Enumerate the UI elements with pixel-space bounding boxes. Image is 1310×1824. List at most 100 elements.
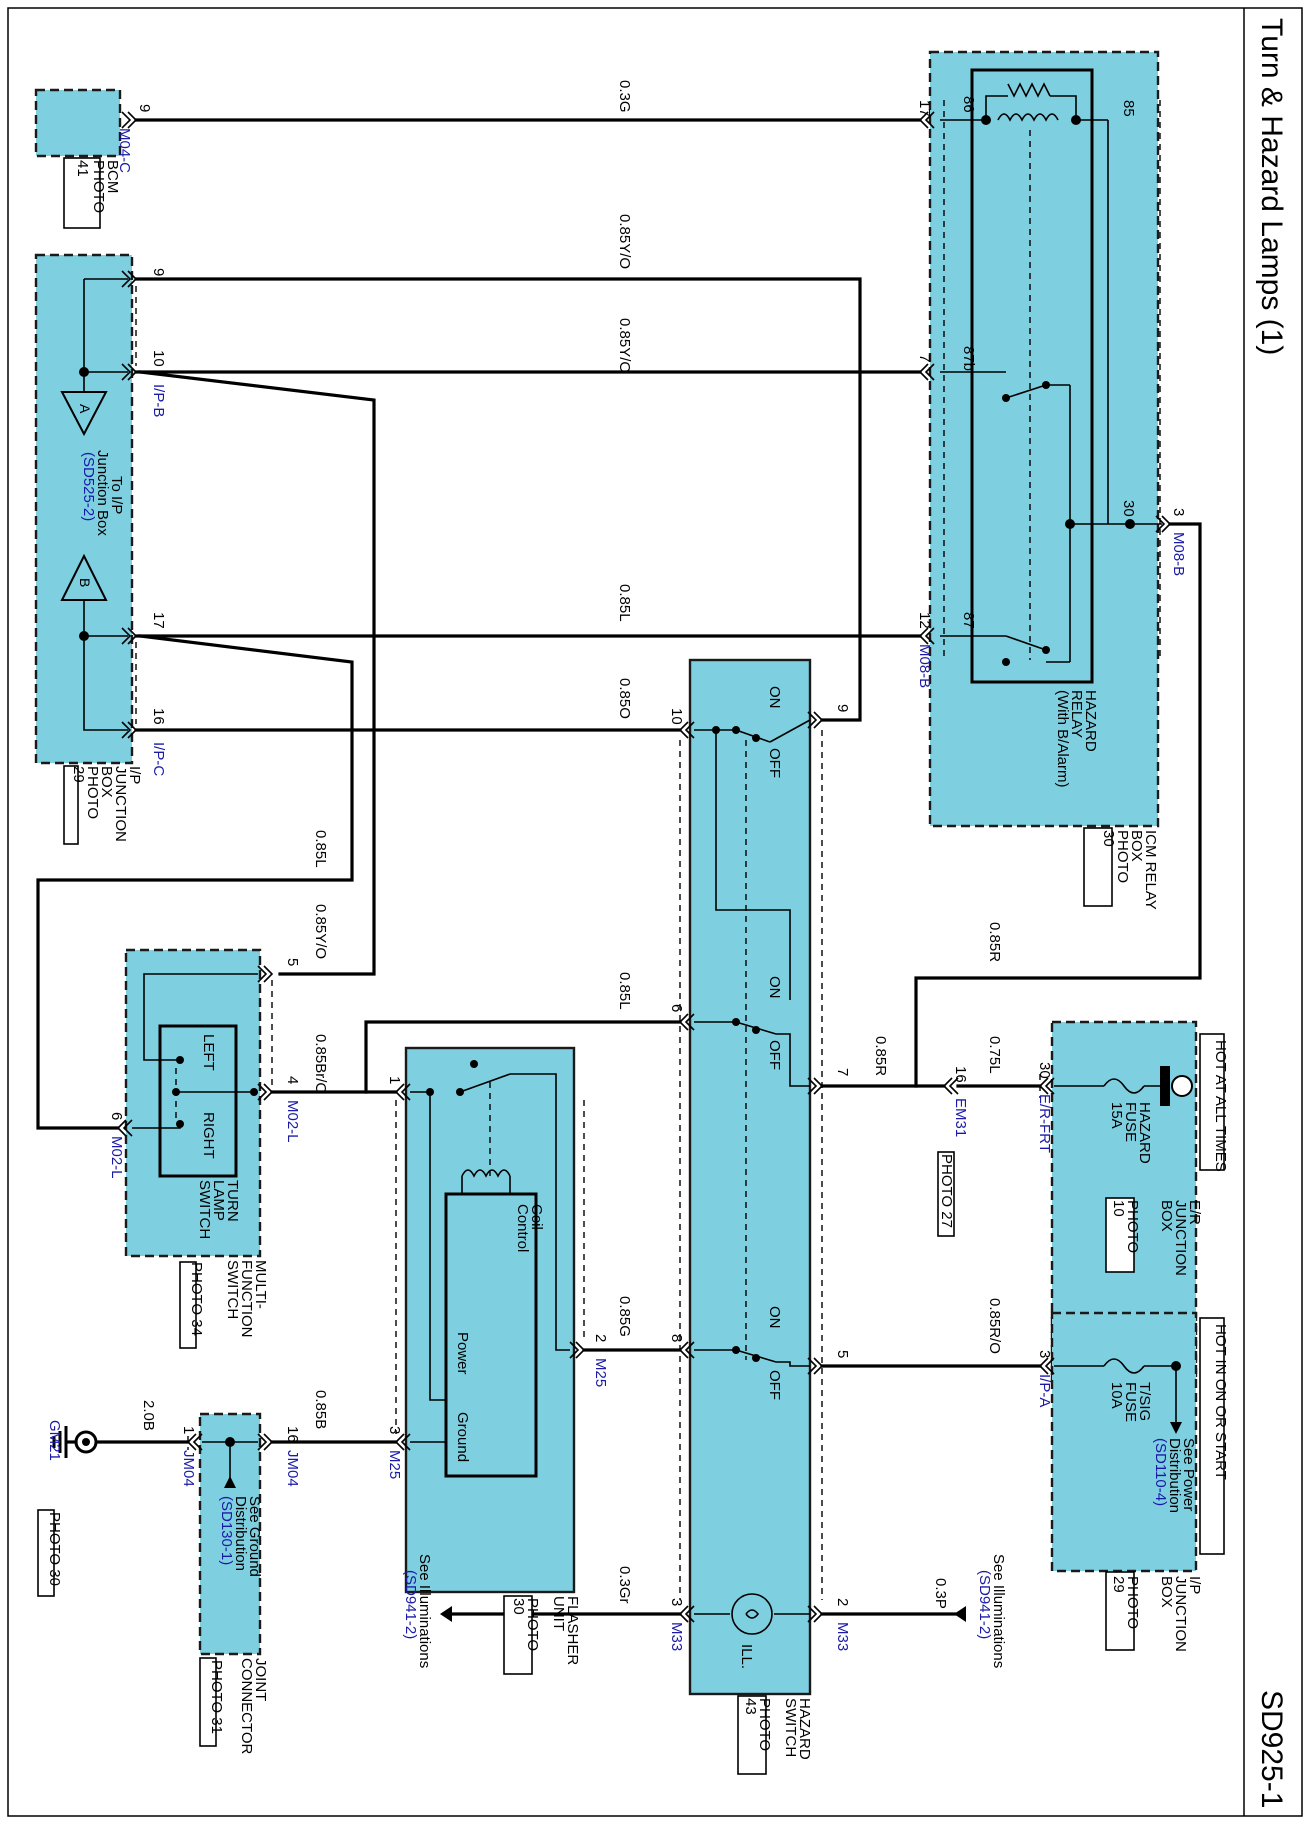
hs-pin-3: 3 [668,1598,685,1606]
multi-function-switch-box [124,948,262,1258]
banner-hot-all-times: HOT AT ALL TIMES [1212,1040,1229,1172]
em31-pin: 16 [952,1066,969,1083]
bcm-pin: 9 [136,104,153,112]
wire-label: 0.85Y/O [616,214,633,269]
erjb-line1: E/R [1186,1200,1203,1225]
em31-connector: EM31 [952,1098,969,1137]
illum-left-l1: See Illuminations [416,1554,433,1668]
ipjb-node-a: A [77,404,93,414]
illum-right-l1: See Illuminations [990,1554,1007,1668]
hs-photo-num: 43 [742,1698,759,1715]
ipjb-ref-link[interactable]: (SD525-2) [80,452,97,521]
wire-label: 0.85R [986,922,1003,962]
ipjb-node-b: B [77,578,93,587]
ipjb-photo-num: 29 [70,766,87,783]
relay-conn-bottom: M08-B [916,644,933,688]
illum-left-arrow [440,1606,452,1622]
ipjb-pin-9: 9 [150,268,167,276]
relay-pin-86: 86 [960,96,977,113]
illum-left-link[interactable]: (SD941-2) [402,1570,419,1639]
relay-pin-87b: 87b [960,346,977,371]
wire-label: 0.75L [986,1036,1003,1074]
fl-line1: FLASHER [564,1596,581,1665]
illum-right-link[interactable]: (SD941-2) [976,1570,993,1639]
wire-label: 0.85L [312,830,329,868]
relay-conn-top: M08-B [1170,532,1187,576]
icm-line1: ICM RELAY [1142,830,1159,910]
jc-line2: CONNECTOR [238,1658,255,1755]
hs-conn-left: M33 [668,1622,685,1651]
ipjb2-line1: I/P [1186,1576,1203,1594]
fl-coil1: Coil [528,1204,545,1230]
fl-photo: PHOTO [524,1598,541,1651]
erjb-photo-num: 10 [1110,1200,1127,1217]
hs-pin-5: 5 [834,1350,851,1358]
wire-label: 0.85Br/O [312,1034,329,1094]
fl-power: Power [454,1332,471,1375]
gnd-ref-l2: Distribution [232,1496,249,1571]
jc-conn-b: JM04 [180,1450,197,1487]
gnd-ref-link[interactable]: (SD130-1) [218,1496,235,1565]
bcm-name: BCM [104,160,121,193]
hs-line1: HAZARD [796,1698,813,1760]
fl-pin-2: 2 [592,1334,609,1342]
relay-pin-85: 85 [1120,100,1137,117]
jc-pin-1: 1 [180,1426,197,1434]
page-code: SD925-1 [1255,1690,1288,1808]
ipjb-conn-c: I/P-C [150,742,167,776]
ipjb-pin-17: 17 [150,612,167,629]
hs-pin-7: 7 [834,1068,851,1076]
fl-conn-top: M25 [592,1358,609,1387]
mfs-conn-4: M02-L [284,1100,301,1143]
wire-label: 0.85O [616,678,633,719]
joint-connector-box [198,1412,262,1656]
hs-pin-2: 2 [834,1598,851,1606]
ipjb-line1: I/P [126,766,143,784]
wire-label: 0.85L [616,972,633,1010]
hazard-relay [940,68,1162,684]
jc-line1: JOINT [252,1658,269,1701]
hazard-fuse [1039,1066,1193,1106]
hs-pin-6: 6 [668,1004,685,1012]
bcm-connector: M04-C [116,128,133,173]
fl-conn-bottom: M25 [386,1450,403,1479]
erjb-line3: BOX [1158,1200,1175,1232]
erjb-line2: JUNCTION [1172,1200,1189,1276]
gnd-ref-l1: See Ground [246,1496,263,1577]
page-border [7,7,1303,1817]
hazard-fuse-l3: 15A [1108,1102,1125,1129]
mfs-pin-6: 6 [108,1112,125,1120]
illum-right-arrow [954,1606,966,1622]
tls-right: RIGHT [200,1112,217,1159]
fl-coil2: Control [514,1204,531,1252]
hazard-fuse-l1: HAZARD [1136,1102,1153,1164]
ipjb-line2: JUNCTION [112,766,129,842]
hs-on-2: ON [766,976,783,999]
hazard-switch-box [688,658,812,1696]
power-ref-link[interactable]: (SD110-4) [1152,1438,1169,1506]
erjb-photo: PHOTO [1124,1200,1141,1253]
hs-on-1: ON [766,686,783,709]
hs-pin-8: 8 [668,1334,685,1342]
tsig-fuse-l2: FUSE [1122,1382,1139,1422]
hs-conn-right: M33 [834,1622,851,1651]
ipjb2-connector: I/P-A [1036,1374,1053,1407]
wire-label: 0.85L [616,584,633,622]
ipjb-line3: BOX [98,766,115,798]
wire-label: 0.3P [932,1578,949,1609]
ip-junction-box-2 [1050,1311,1198,1573]
erjb-connector: E/R-FRT [1036,1094,1053,1153]
fl-pin-3: 3 [386,1426,403,1434]
joint-internals [187,1436,258,1488]
wire-label: 0.85Y/O [616,318,633,373]
tls-line1: TURN [224,1180,241,1222]
ground-symbol [52,1426,98,1458]
icm-photo: PHOTO [1114,830,1131,883]
fl-line2: UNIT [550,1596,567,1631]
tls-left: LEFT [200,1034,217,1071]
erjb-pin: 30 [1036,1062,1053,1079]
ipjb-pin-10: 10 [150,350,167,367]
ipjb2-pin: 3 [1036,1350,1053,1358]
bcm-photo-num: 41 [74,160,91,177]
relay-line1: HAZARD [1082,690,1099,752]
